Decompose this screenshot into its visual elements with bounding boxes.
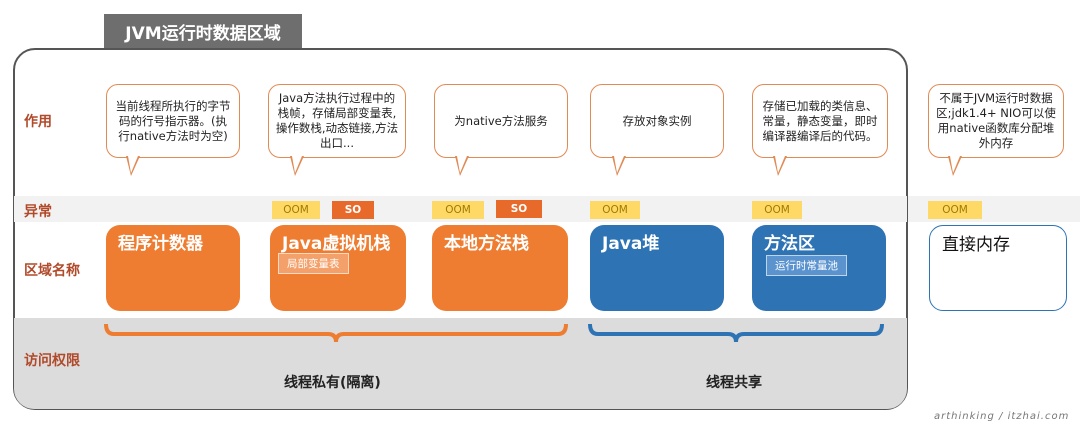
region-jvm-stack-label: Java虚拟机栈 [282,234,391,254]
callout-jvm-stack: Java方法执行过程中的栈帧，存储局部变量表,操作数栈,动态链接,方法出口... [268,84,406,158]
callout-direct-memory: 不属于JVM运行时数据区;jdk1.4+ NIO可以使用native函数库分配堆… [928,84,1064,158]
access-shared-label: 线程共享 [706,375,762,391]
private-bracket [104,323,568,343]
oom-badge: OOM [590,201,640,219]
callout-tail [773,156,787,176]
access-brackets [104,323,884,343]
callout-tail [126,156,140,176]
oom-badge: OOM [272,201,320,219]
callout-tail [455,156,469,176]
diagram-title: JVM运行时数据区域 [104,14,302,48]
region-jvm-stack: Java虚拟机栈 局部变量表 [270,225,406,311]
callout-tail [290,156,304,176]
row-label-function: 作用 [24,114,52,130]
region-direct-memory: 直接内存 [929,225,1067,311]
region-program-counter-label: 程序计数器 [118,234,203,254]
region-direct-memory-label: 直接内存 [942,235,1010,255]
region-heap-label: Java堆 [602,234,660,254]
callout-program-counter: 当前线程所执行的字节码的行号指示器。(执行native方法时为空) [106,84,240,158]
callout-tail [612,156,626,176]
region-native-stack: 本地方法栈 [432,225,568,311]
shared-bracket [588,323,884,343]
region-program-counter: 程序计数器 [106,225,240,311]
region-method-area-label: 方法区 [764,234,815,254]
oom-badge: OOM [752,201,802,219]
callout-method-area: 存储已加载的类信息、常量，静态变量，即时编译器编译后的代码。 [752,84,888,158]
so-badge: SO [332,201,374,219]
runtime-constant-pool-tag: 运行时常量池 [766,255,847,276]
region-method-area: 方法区 运行时常量池 [752,225,886,311]
so-badge: SO [496,200,542,218]
callout-heap: 存放对象实例 [590,84,724,158]
row-label-exception: 异常 [24,204,52,220]
row-label-access: 访问权限 [24,353,80,369]
callout-tail [948,156,962,176]
watermark: arthinking / itzhai.com [934,411,1070,422]
oom-badge: OOM [432,201,484,219]
region-native-stack-label: 本地方法栈 [444,234,529,254]
callout-native-stack: 为native方法服务 [434,84,568,158]
oom-badge: OOM [928,201,982,219]
access-private-label: 线程私有(隔离) [284,375,381,391]
region-heap: Java堆 [590,225,724,311]
row-label-region-name: 区域名称 [24,263,80,279]
local-variable-table-tag: 局部变量表 [278,253,349,274]
